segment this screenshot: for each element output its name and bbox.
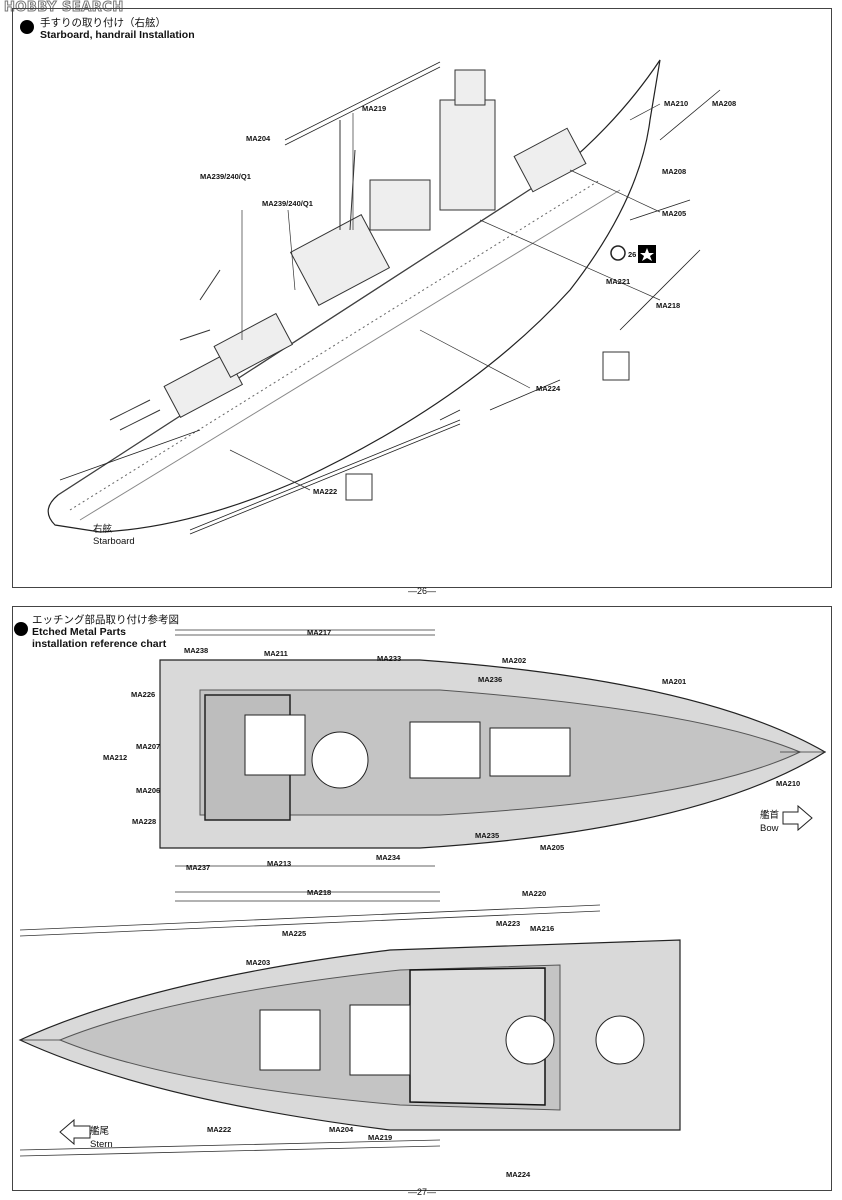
stern-label-jp: 艦尾 [90, 1126, 110, 1137]
side-label-en: Starboard [93, 536, 135, 547]
page-26-panel [12, 8, 832, 588]
label-ma222: MA222 [207, 1125, 232, 1134]
side-label-jp: 右舷 [93, 524, 113, 535]
bullet-icon [14, 622, 28, 636]
bullet-icon [20, 20, 34, 34]
bow-label-en: Bow [760, 823, 779, 834]
label-ma236: MA236 [478, 675, 503, 684]
label-ma225: MA225 [282, 929, 307, 938]
page-number-26: —26— [408, 586, 437, 596]
label-ma234: MA234 [376, 853, 401, 862]
label-ma221: MA221 [606, 277, 631, 286]
part-number: 26 [628, 250, 637, 259]
page-27-panel [12, 606, 832, 1191]
label-ma220: MA220 [522, 889, 547, 898]
label-ma224: MA224 [536, 384, 561, 393]
label-ma226: MA226 [131, 690, 156, 699]
label-ma216: MA216 [530, 924, 555, 933]
label-ma239-a: MA239/240/Q1 [200, 172, 251, 181]
label-ma224: MA224 [506, 1170, 531, 1179]
label-ma204: MA204 [329, 1125, 354, 1134]
label-ma223: MA223 [496, 919, 521, 928]
label-ma212: MA212 [103, 753, 128, 762]
label-ma202: MA202 [502, 656, 527, 665]
stern-label-en: Stern [90, 1139, 113, 1150]
label-ma210: MA210 [664, 99, 689, 108]
page2-title-en: Etched Metal Parts installation referenc… [32, 626, 167, 650]
label-ma207: MA207 [136, 742, 161, 751]
label-ma219: MA219 [362, 104, 387, 113]
label-ma210: MA210 [776, 779, 801, 788]
label-ma237: MA237 [186, 863, 211, 872]
ship-side-drawing [47, 59, 721, 535]
label-ma219: MA219 [368, 1133, 393, 1142]
label-ma235: MA235 [475, 831, 500, 840]
label-ma233: MA233 [377, 654, 402, 663]
label-ma208-a: MA208 [712, 99, 737, 108]
page1-title-jp: 手すりの取り付け（右舷） [40, 17, 166, 29]
label-ma204: MA204 [246, 134, 271, 143]
page-number-27: —27— [408, 1187, 437, 1197]
label-ma208-b: MA208 [662, 167, 687, 176]
label-ma201: MA201 [662, 677, 687, 686]
label-ma211: MA211 [264, 649, 288, 658]
label-ma222: MA222 [313, 487, 338, 496]
page1-title-en: Starboard, handrail Installation [40, 29, 195, 41]
page2-title-jp: エッチング部品取り付け参考図 [32, 614, 179, 626]
label-ma239-b: MA239/240/Q1 [262, 199, 313, 208]
label-ma205: MA205 [540, 843, 565, 852]
label-ma218: MA218 [656, 301, 681, 310]
label-ma217: MA217 [307, 628, 332, 637]
bow-label-jp: 艦首 [760, 810, 780, 821]
label-ma203: MA203 [246, 958, 271, 967]
label-ma238: MA238 [184, 646, 209, 655]
label-ma218: MA218 [307, 888, 332, 897]
label-ma205: MA205 [662, 209, 687, 218]
watermark: HOBBY SEARCH [4, 0, 124, 16]
label-ma213: MA213 [267, 859, 292, 868]
label-ma228: MA228 [132, 817, 157, 826]
label-ma206: MA206 [136, 786, 161, 795]
